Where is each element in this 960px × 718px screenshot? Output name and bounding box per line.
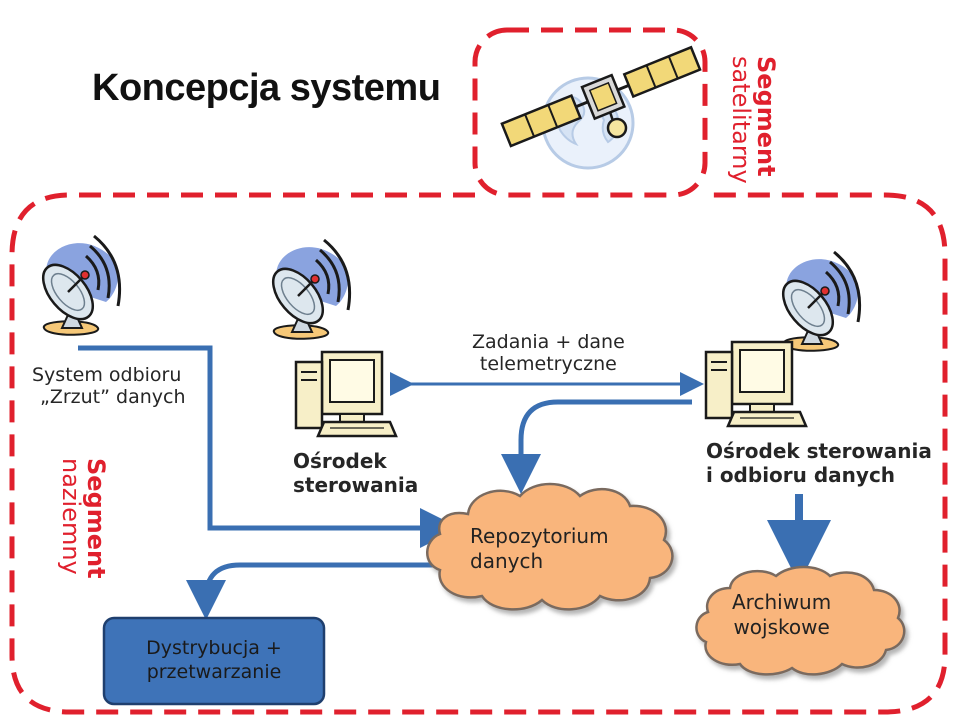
repository-label-line2: danych [470, 549, 544, 573]
satellite-segment-label: Segment satelitarny [726, 56, 780, 184]
arrow-receiver-to-repository [78, 345, 460, 548]
ground-segment-label-line1: Segment [82, 458, 110, 579]
repository-cloud [426, 482, 674, 611]
satellite-dish-icon [32, 234, 122, 337]
control-label-line1: Ośrodek [293, 449, 387, 473]
control-receive-label: Ośrodek sterowania i odbioru danych [706, 439, 932, 487]
repository-label-line1: Repozytorium [470, 524, 609, 548]
control-receive-label-line2: i odbioru danych [706, 462, 896, 487]
satellite-icon [500, 45, 702, 148]
archive-label: Archiwum wojskowe [732, 590, 831, 640]
control-receive-label-line1: Ośrodek sterowania [706, 439, 932, 463]
ground-segment-border [9, 192, 948, 715]
distribution-box [102, 616, 326, 706]
arrow-repository-to-distribution [186, 562, 436, 620]
receiver-label-line2: „Zrzut” danych [40, 386, 186, 409]
link-label-line1: Zadania + dane [472, 331, 625, 353]
link-label: Zadania + dane telemetryczne [472, 331, 625, 376]
satellite-dish-icon [772, 250, 862, 353]
satellite-segment-label-line2: satelitarny [726, 56, 755, 184]
distribution-label: Dystrybucja + przetwarzanie [104, 618, 324, 704]
receiver-label-line1: System odbioru [32, 364, 182, 386]
satellite-segment-label-line1: Segment [752, 56, 780, 177]
satellite-dish-icon [262, 238, 352, 341]
distribution-label-line1: Dystrybucja + [146, 637, 282, 660]
archive-label-line2: wojskowe [733, 615, 830, 639]
control-label: Ośrodek sterowania [293, 449, 419, 497]
computer-icon [704, 340, 808, 428]
ground-segment-label: Segment naziemny [56, 458, 110, 579]
arrow-control-to-repository [501, 399, 692, 494]
page-title: Koncepcja systemu [92, 67, 441, 109]
receiver-label: System odbioru „Zrzut” danych [32, 364, 186, 409]
satellite-segment-border [472, 27, 708, 198]
archive-label-line1: Archiwum [732, 590, 832, 614]
computer-icon [294, 350, 398, 438]
control-label-line2: sterowania [293, 472, 419, 497]
archive-cloud [695, 565, 906, 676]
ground-segment-label-line2: naziemny [56, 458, 85, 575]
link-label-line2: telemetryczne [479, 353, 617, 376]
repository-label: Repozytorium danych [470, 524, 609, 574]
distribution-label-line2: przetwarzanie [146, 661, 282, 683]
